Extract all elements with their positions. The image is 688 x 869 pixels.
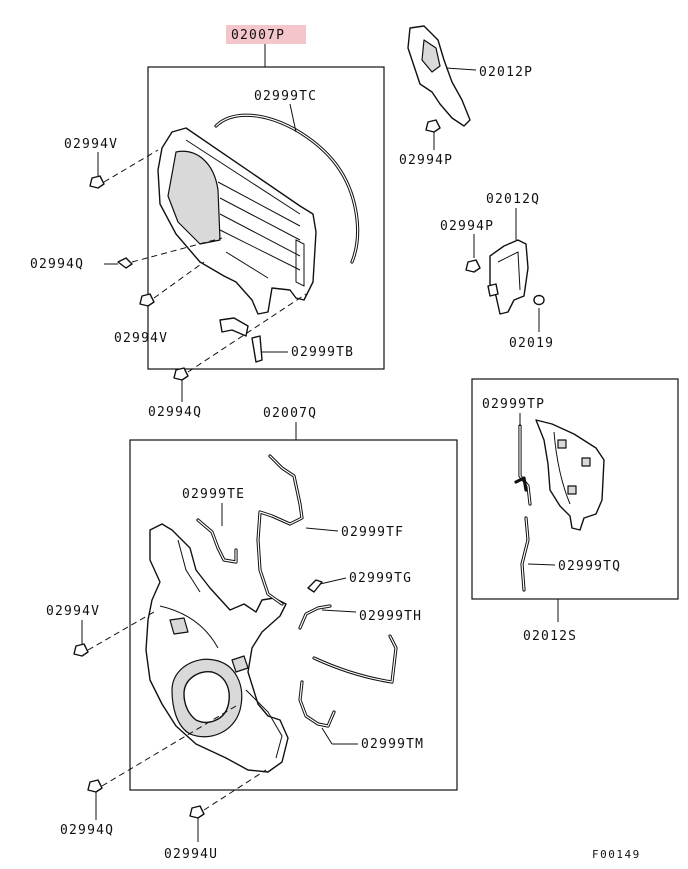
label-02994P-1[interactable]: 02994P bbox=[399, 153, 453, 168]
label-02994Q-1[interactable]: 02994Q bbox=[30, 257, 84, 272]
leader-02999TG bbox=[319, 577, 347, 585]
seal-02999TH bbox=[298, 604, 398, 684]
label-02999TE[interactable]: 02999TE bbox=[182, 487, 245, 502]
highlight-02007P bbox=[226, 25, 306, 44]
label-02994U[interactable]: 02994U bbox=[164, 847, 218, 862]
bolt-02994Q-bottom bbox=[173, 367, 189, 381]
seal-02999TQ bbox=[520, 516, 530, 592]
label-02999TF[interactable]: 02999TF bbox=[341, 525, 404, 540]
seal-02999TF bbox=[256, 454, 304, 606]
bracket-02012Q-group: 02012Q 02994P 02019 bbox=[440, 192, 554, 351]
seal-02999TG bbox=[307, 579, 323, 593]
figure-code: F00149 bbox=[592, 848, 641, 861]
label-02994Q-3[interactable]: 02994Q bbox=[60, 823, 114, 838]
lower-timing-cover bbox=[145, 523, 289, 773]
label-02994V-1[interactable]: 02994V bbox=[64, 137, 118, 152]
lower-assembly-box bbox=[129, 439, 458, 791]
leader-02999TQ bbox=[527, 563, 556, 566]
bracket-02012S bbox=[535, 419, 605, 531]
bolt-02994Q-mid bbox=[117, 257, 133, 269]
seal-02999TP bbox=[514, 424, 532, 506]
dashed-line-02994Q-bottom bbox=[187, 293, 307, 373]
bracket-02012P bbox=[407, 25, 471, 127]
bolt-02994P-2 bbox=[465, 259, 481, 273]
dashed-line-02994Q-lower-assembly bbox=[101, 705, 237, 787]
label-02999TP[interactable]: 02999TP bbox=[482, 397, 545, 412]
label-02019[interactable]: 02019 bbox=[509, 336, 554, 351]
dashed-line-02994V-upper bbox=[103, 149, 159, 183]
bolt-02994P-1 bbox=[425, 119, 441, 133]
bracket-02012P-group: 02012P 02994P bbox=[399, 25, 533, 168]
seal-02999TB bbox=[219, 317, 263, 363]
leader-02012P bbox=[445, 67, 477, 71]
label-02999TG[interactable]: 02999TG bbox=[349, 571, 412, 586]
upper-cover-assembly-group: 02007P 02999TC 02999TB bbox=[30, 25, 385, 420]
bolt-02994V-lower-assembly bbox=[73, 643, 89, 657]
label-02012S[interactable]: 02012S bbox=[523, 629, 577, 644]
label-02012P[interactable]: 02012P bbox=[479, 65, 533, 80]
label-02999TB[interactable]: 02999TB bbox=[291, 345, 354, 360]
part-02019 bbox=[533, 294, 545, 306]
dashed-line-02994V-lower bbox=[153, 261, 205, 299]
upper-assembly-box bbox=[147, 66, 385, 370]
bolt-02994V-upper bbox=[89, 175, 105, 189]
leader-02999TH bbox=[321, 609, 357, 613]
label-02007Q[interactable]: 02007Q bbox=[263, 406, 317, 421]
label-02999TH[interactable]: 02999TH bbox=[359, 609, 422, 624]
bracket-02012S-box bbox=[471, 378, 679, 600]
label-02012Q[interactable]: 02012Q bbox=[486, 192, 540, 207]
dashed-line-02994V-lower-assembly bbox=[87, 611, 155, 651]
seal-02999TM bbox=[298, 680, 336, 728]
label-02994Q-2[interactable]: 02994Q bbox=[148, 405, 202, 420]
bolt-02994Q-lower-assembly bbox=[87, 779, 103, 793]
leader-02999TF bbox=[305, 527, 339, 532]
seal-02999TC bbox=[214, 113, 360, 264]
bolt-02994V-lower bbox=[139, 293, 155, 307]
label-02007P[interactable]: 02007P bbox=[231, 28, 285, 43]
upper-timing-cover bbox=[157, 127, 317, 315]
bracket-02012Q bbox=[489, 239, 529, 315]
leader-02999TC bbox=[289, 103, 297, 133]
bracket-02012S-group: 02999TP 02999TQ 02012S bbox=[471, 378, 679, 644]
leader-02999TM bbox=[321, 727, 333, 745]
label-02999TC[interactable]: 02999TC bbox=[254, 89, 317, 104]
label-02999TM[interactable]: 02999TM bbox=[361, 737, 424, 752]
seal-02999TE bbox=[196, 518, 238, 564]
label-02994P-2[interactable]: 02994P bbox=[440, 219, 494, 234]
lower-cover-assembly-group: 02007Q 02999TE 02999TF bbox=[46, 406, 458, 862]
label-02994V-2[interactable]: 02994V bbox=[114, 331, 168, 346]
dashed-line-02994U bbox=[203, 769, 267, 811]
dashed-line-02994Q-mid bbox=[131, 237, 223, 263]
label-02994V-3[interactable]: 02994V bbox=[46, 604, 100, 619]
label-02999TQ[interactable]: 02999TQ bbox=[558, 559, 621, 574]
bolt-02994U bbox=[189, 805, 205, 819]
